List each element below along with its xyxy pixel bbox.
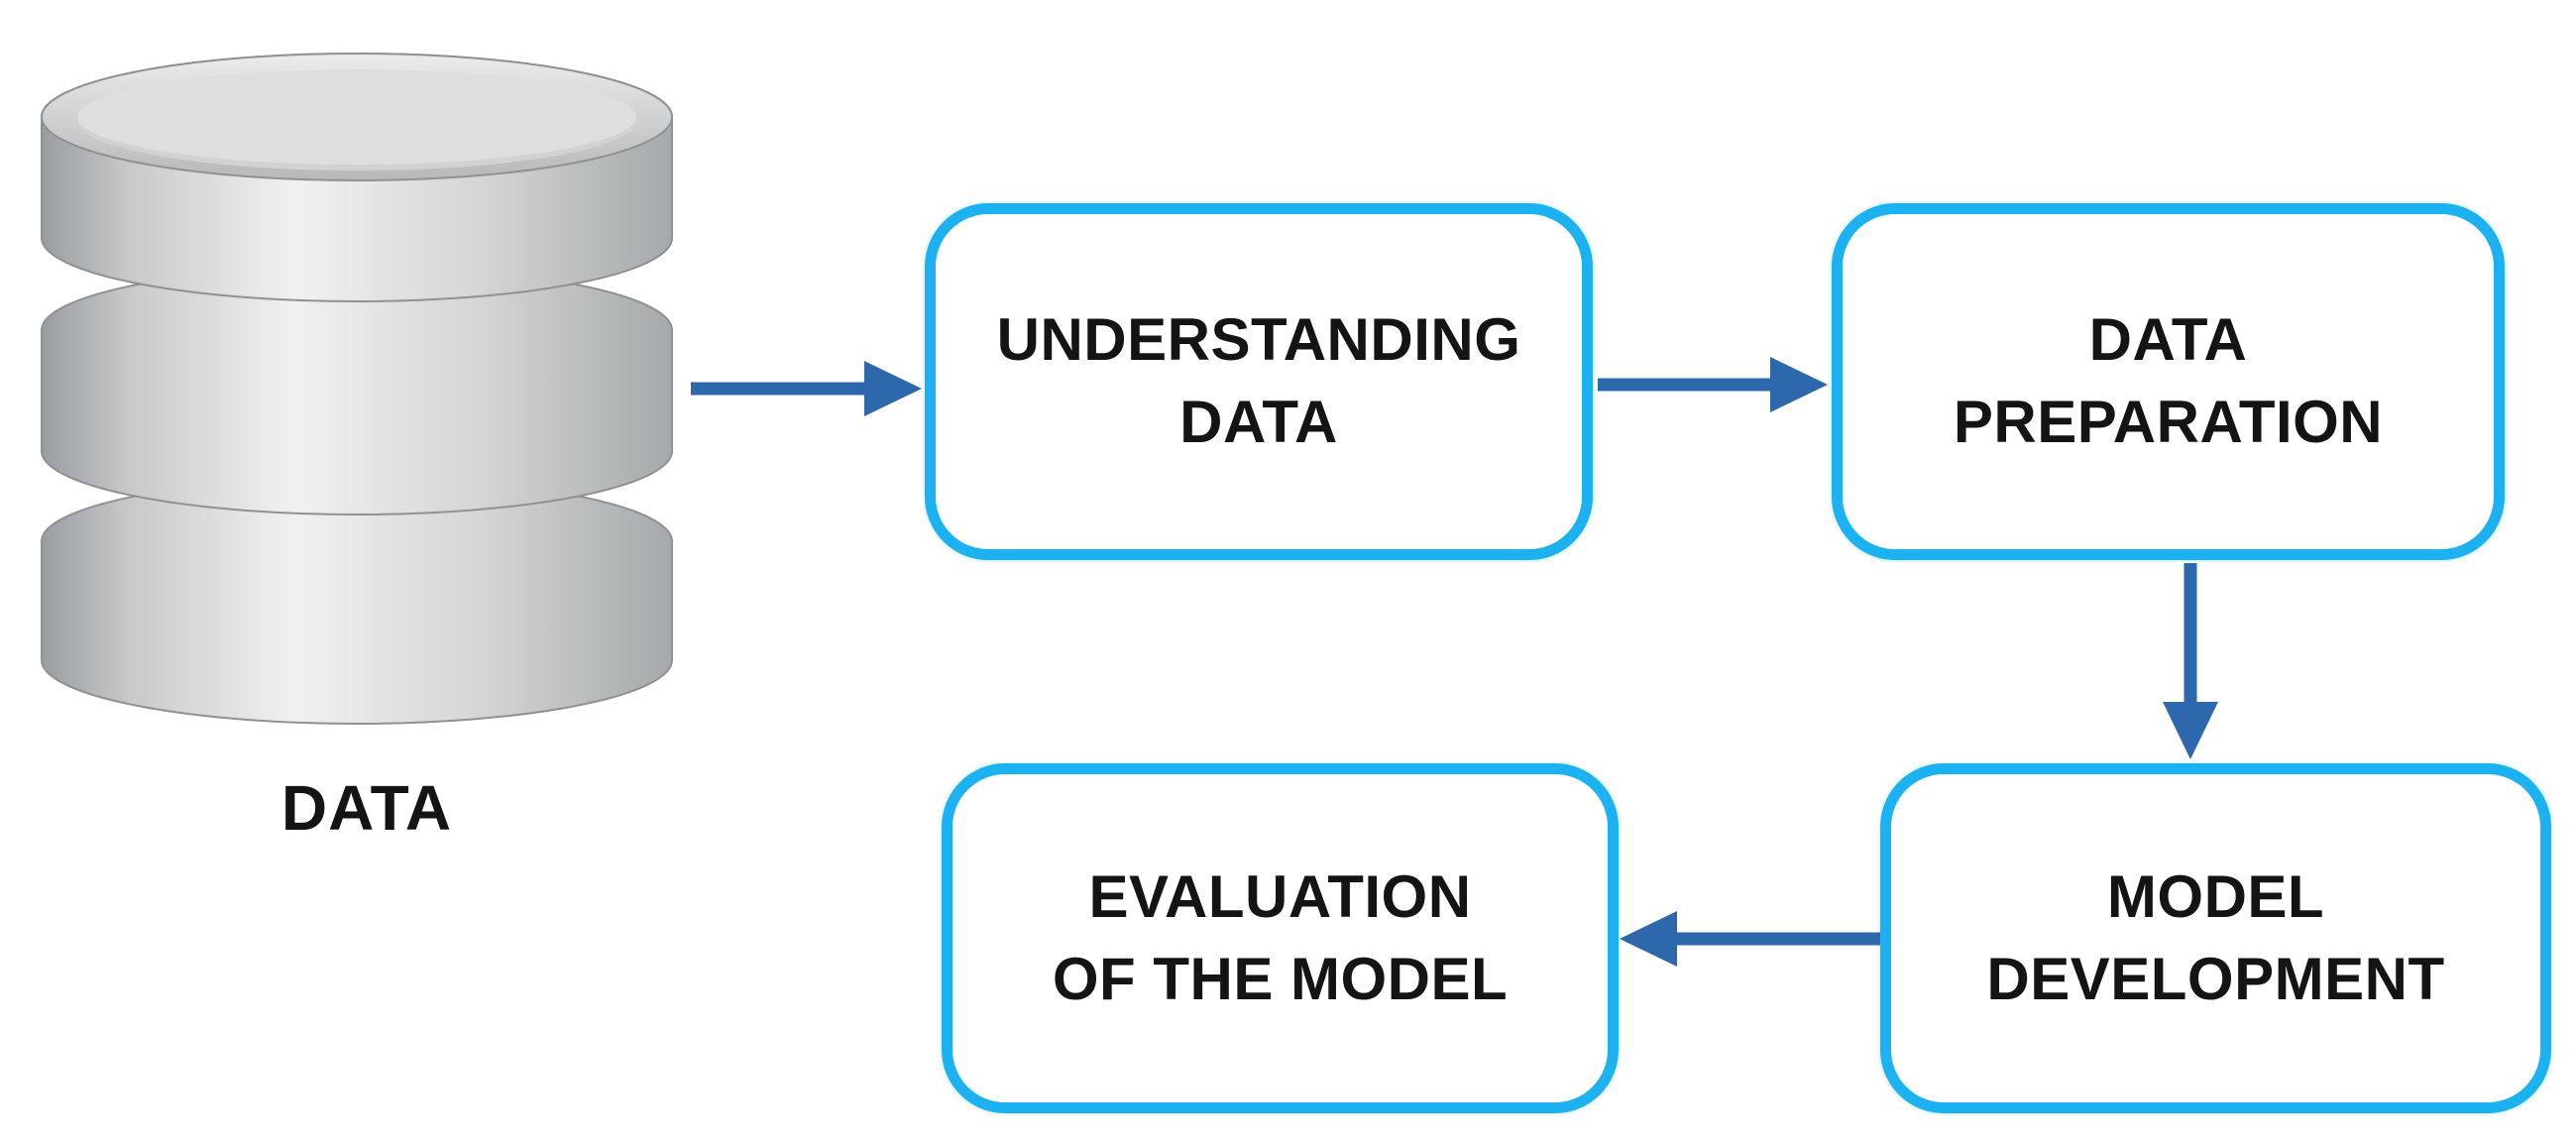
flow-node-data-preparation: DATA PREPARATION	[1832, 203, 2505, 560]
node-label-line: PREPARATION	[1953, 389, 2384, 455]
node-label-line: EVALUATION	[1088, 862, 1472, 930]
data-source-label: DATA	[280, 772, 453, 844]
node-label-line: DATA	[2088, 306, 2248, 374]
database-cylinder-icon	[41, 53, 673, 725]
node-label-line: DATA	[1179, 389, 1338, 455]
flow-node-evaluation-of-the-model: EVALUATION OF THE MODEL	[942, 763, 1619, 1113]
flow-node-model-development: MODEL DEVELOPMENT	[1880, 763, 2551, 1113]
node-label-line: DEVELOPMENT	[1986, 945, 2445, 1012]
node-label-line: MODEL	[2106, 862, 2325, 930]
node-label-line: UNDERSTANDING	[996, 306, 1521, 374]
flow-node-understanding-data: UNDERSTANDING DATA	[925, 203, 1593, 560]
node-label-line: OF THE MODEL	[1052, 945, 1509, 1012]
